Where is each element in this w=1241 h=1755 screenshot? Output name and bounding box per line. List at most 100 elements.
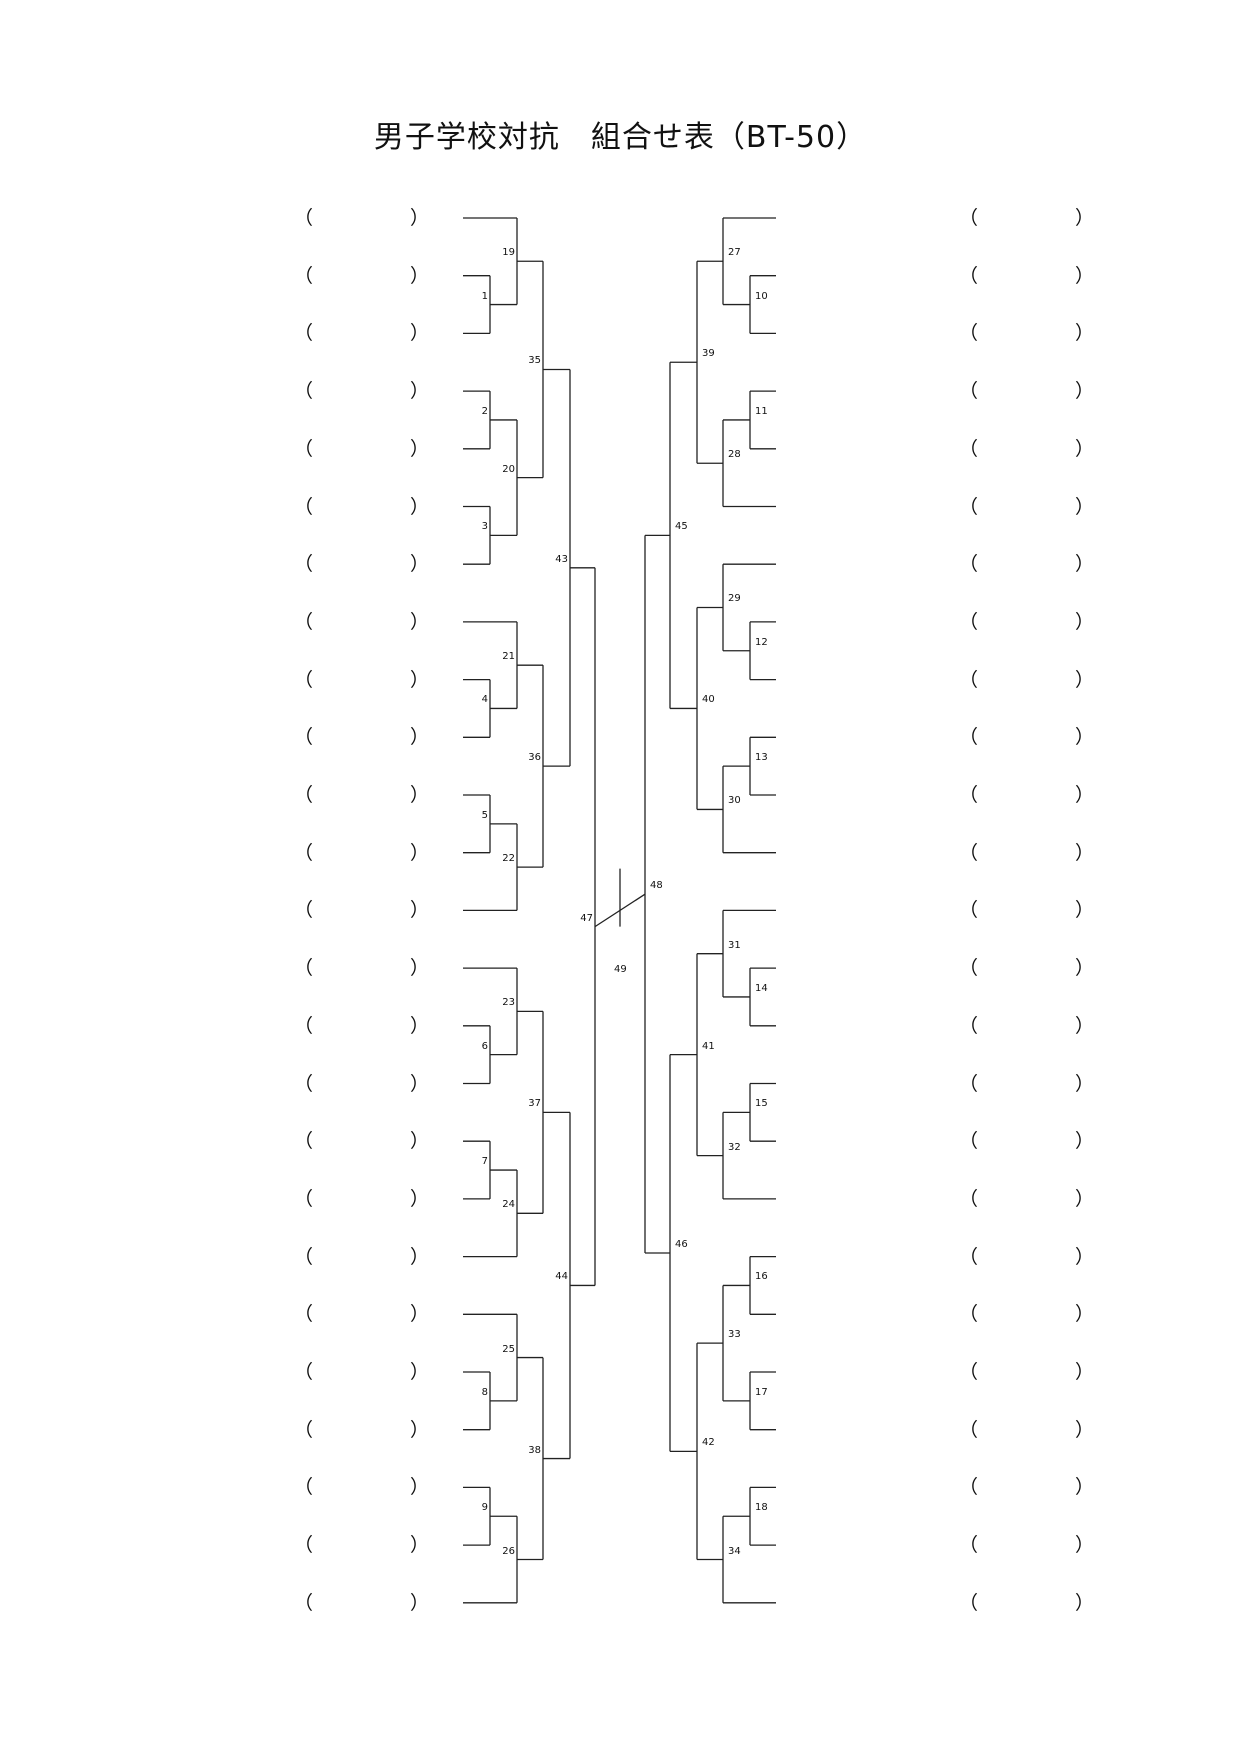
paren-close: ） — [410, 610, 430, 633]
paren-close: ） — [1075, 841, 1095, 864]
match-number: 24 — [502, 1199, 515, 1211]
match-number: 23 — [502, 997, 515, 1009]
match-number: 46 — [675, 1238, 688, 1250]
entry-row: （） — [133, 1360, 429, 1384]
paren-open: （ — [294, 322, 314, 345]
entry-row: （） — [797, 1187, 1094, 1211]
paren-close: ） — [410, 726, 430, 749]
entry-row: （） — [797, 1245, 1094, 1269]
paren-open: （ — [294, 264, 314, 287]
paren-close: ） — [410, 1130, 430, 1153]
entry-row: （） — [797, 206, 1094, 230]
paren-open: （ — [959, 437, 979, 460]
entry-row: （） — [797, 437, 1094, 461]
entry-row: （） — [797, 841, 1094, 865]
paren-open: （ — [959, 1014, 979, 1037]
entry-row: （） — [133, 264, 429, 288]
paren-open: （ — [959, 1245, 979, 1268]
entry-row: （） — [133, 1072, 429, 1096]
match-number: 41 — [702, 1040, 715, 1052]
match-number: 1 — [481, 290, 488, 302]
paren-open: （ — [959, 207, 979, 229]
match-number-final: 49 — [614, 963, 627, 975]
paren-open: （ — [959, 610, 979, 633]
paren-close: ） — [1075, 1418, 1095, 1441]
paren-open: （ — [959, 495, 979, 518]
match-number: 40 — [702, 694, 715, 706]
match-number: 21 — [502, 651, 515, 663]
match-number: 45 — [675, 521, 688, 533]
entry-row: （） — [797, 783, 1094, 807]
paren-close: ） — [410, 668, 430, 691]
paren-open: （ — [294, 1130, 314, 1153]
paren-open: （ — [294, 1476, 314, 1499]
paren-open: （ — [294, 1072, 314, 1095]
paren-close: ） — [1075, 553, 1095, 576]
paren-close: ） — [410, 495, 430, 518]
entry-row: （） — [797, 1129, 1094, 1153]
match-number: 34 — [728, 1545, 741, 1557]
entry-row: （） — [797, 898, 1094, 922]
paren-close: ） — [410, 1534, 430, 1557]
paren-open: （ — [294, 207, 314, 229]
paren-open: （ — [294, 726, 314, 749]
paren-open: （ — [959, 322, 979, 345]
paren-open: （ — [959, 784, 979, 806]
entry-row: （） — [797, 1072, 1094, 1096]
paren-close: ） — [1075, 1245, 1095, 1268]
entry-row: （） — [797, 956, 1094, 980]
entry-row: （） — [797, 1014, 1094, 1038]
page-title: 男子学校対抗 組合せ表（BT-50） — [373, 120, 868, 155]
paren-close: ） — [410, 1245, 430, 1268]
match-number: 12 — [755, 636, 768, 648]
paren-open: （ — [294, 437, 314, 460]
paren-open: （ — [959, 1303, 979, 1326]
paren-open: （ — [294, 841, 314, 864]
entry-row: （） — [133, 956, 429, 980]
match-number: 20 — [502, 463, 515, 475]
match-number: 9 — [481, 1502, 488, 1514]
entry-row: （） — [133, 1014, 429, 1038]
paren-open: （ — [959, 1418, 979, 1441]
match-number: 31 — [728, 939, 741, 951]
match-number: 30 — [728, 795, 741, 807]
entry-row: （） — [797, 495, 1094, 519]
paren-close: ） — [410, 1418, 430, 1441]
match-number: 4 — [481, 694, 488, 706]
paren-close: ） — [1075, 1303, 1095, 1326]
paren-close: ） — [1075, 610, 1095, 633]
match-number: 17 — [755, 1386, 768, 1398]
entry-row: （） — [133, 1245, 429, 1269]
paren-open: （ — [959, 899, 979, 922]
match-number: 47 — [580, 912, 593, 924]
match-number: 8 — [481, 1386, 488, 1398]
entry-row: （） — [133, 841, 429, 865]
match-number: 29 — [728, 593, 741, 605]
paren-open: （ — [959, 1361, 979, 1383]
paren-close: ） — [410, 1591, 430, 1614]
match-number: 36 — [528, 752, 541, 764]
paren-open: （ — [959, 668, 979, 691]
paren-open: （ — [294, 784, 314, 806]
paren-close: ） — [1075, 1072, 1095, 1095]
match-number: 39 — [702, 348, 715, 360]
match-number: 19 — [502, 247, 515, 259]
paren-open: （ — [959, 1591, 979, 1614]
entry-row: （） — [797, 1418, 1094, 1442]
paren-open: （ — [294, 1187, 314, 1210]
match-number: 25 — [502, 1343, 515, 1355]
paren-close: ） — [410, 784, 430, 806]
entry-row: （） — [133, 1302, 429, 1326]
entry-row: （） — [133, 321, 429, 345]
paren-close: ） — [1075, 1534, 1095, 1557]
paren-open: （ — [959, 726, 979, 749]
paren-close: ） — [1075, 495, 1095, 518]
paren-close: ） — [410, 380, 430, 403]
paren-close: ） — [410, 1187, 430, 1210]
entry-row: （） — [133, 1418, 429, 1442]
match-number: 10 — [755, 290, 768, 302]
paren-close: ） — [410, 207, 430, 229]
entry-row: （） — [797, 1591, 1094, 1615]
match-number: 48 — [650, 880, 663, 892]
